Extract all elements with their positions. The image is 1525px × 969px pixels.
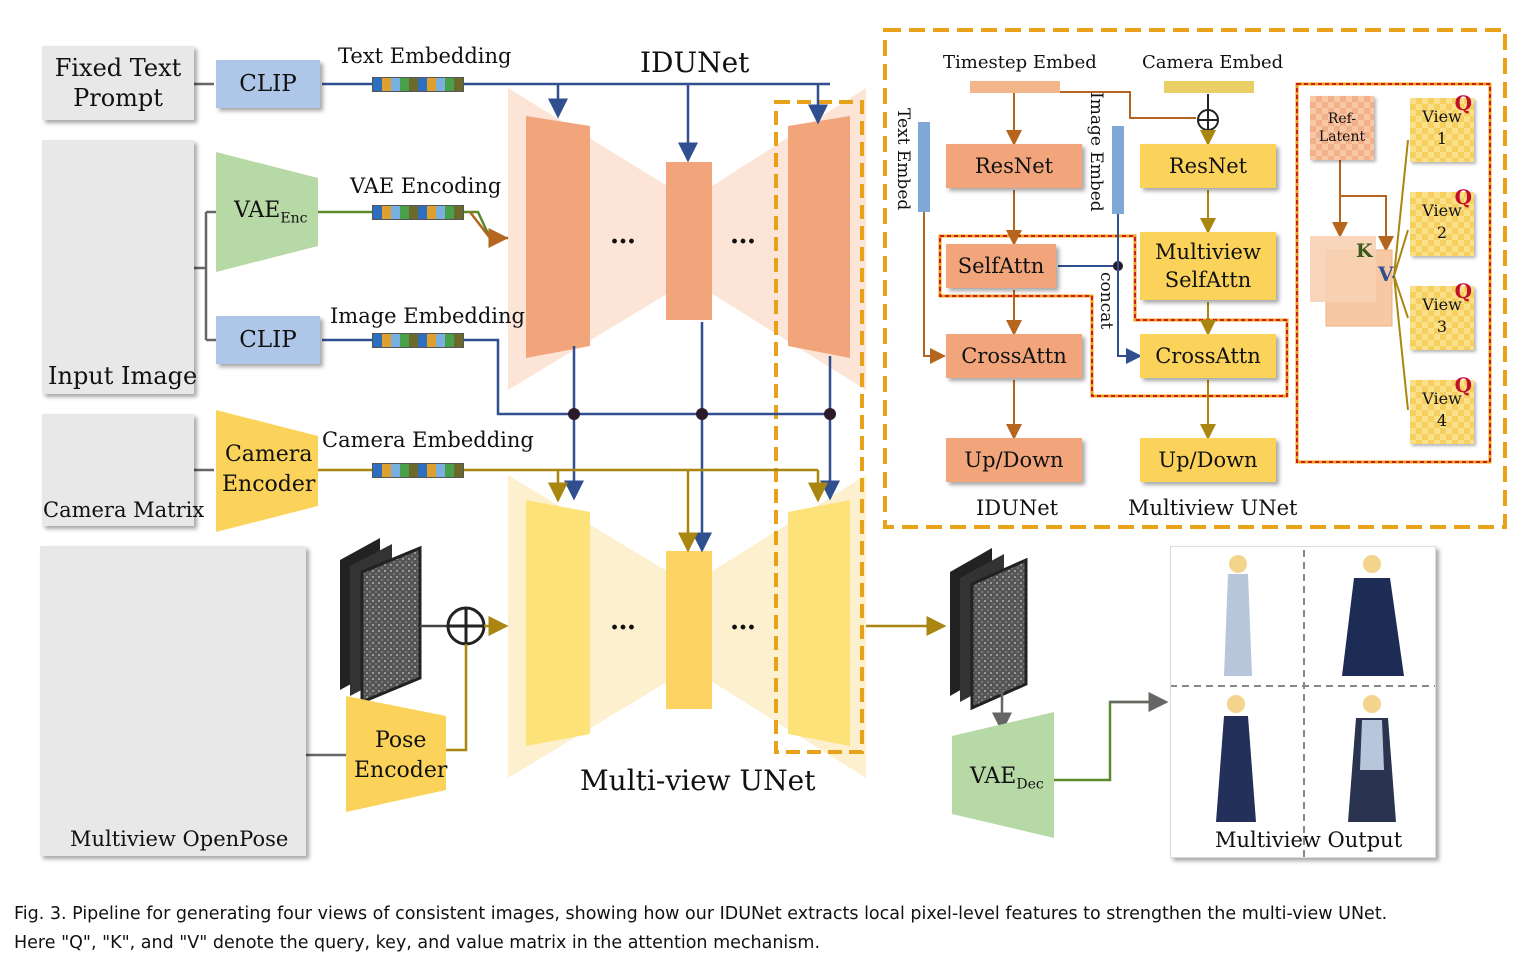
multiview-unet-title: Multi-view UNet [580, 764, 816, 797]
output-view-1 [1224, 555, 1252, 676]
detail-idunet-label: IDUNet [976, 496, 1059, 520]
view-3-label: View 3 [1422, 295, 1462, 336]
idunet-crossattn-block: CrossAttn [946, 334, 1082, 378]
mv-ellipsis-1: … [610, 606, 638, 636]
camera-encoder-label: Camera Encoder [222, 442, 316, 497]
mv-selfattn-block: Multiview SelfAttn [1140, 232, 1276, 300]
k-label: K [1356, 240, 1373, 262]
openpose-label: Multiview OpenPose [70, 827, 289, 851]
idunet-block-2 [666, 162, 712, 320]
q-label-2: Q [1454, 185, 1472, 209]
q-label-1: Q [1454, 91, 1472, 115]
clip-image-encoder: CLIP [216, 316, 320, 364]
detail-panel-outline [883, 28, 1507, 529]
mv-crossattn-block: CrossAttn [1140, 334, 1276, 378]
detail-mv-unet-label: Multiview UNet [1128, 496, 1298, 520]
text-embed-strip-vertical [918, 122, 930, 212]
camera-encoder-shape [216, 410, 318, 532]
figure-caption: Fig. 3. Pipeline for generating four vie… [14, 900, 1514, 958]
input-image-panel [42, 140, 194, 394]
output-view-2 [1342, 555, 1404, 676]
view-1-label: View 1 [1422, 107, 1462, 148]
view-2-label: View 2 [1422, 201, 1462, 242]
clip-text-encoder: CLIP [216, 60, 320, 108]
image-embedding-tokens [372, 333, 464, 348]
fixed-text-prompt-box: Fixed Text Prompt [42, 46, 194, 120]
idunet-ellipsis-1: … [610, 220, 638, 250]
v-label: V [1378, 262, 1394, 286]
timestep-embed-label: Timestep Embed [943, 52, 1097, 73]
camera-embedding-label: Camera Embedding [322, 428, 534, 452]
text-embedding-tokens [372, 77, 464, 92]
pose-encoder-label: Pose Encoder [354, 728, 448, 783]
vae-enc-label: VAEEnc [234, 198, 308, 227]
image-embed-strip-vertical [1112, 126, 1124, 214]
noise-latent-stack [340, 538, 422, 705]
mv-resnet-block: ResNet [1140, 144, 1276, 188]
idunet-block-3 [788, 116, 850, 358]
openpose-panel [40, 546, 306, 856]
text-embedding-label: Text Embedding [338, 44, 512, 68]
input-image-label: Input Image [48, 362, 198, 390]
mv-updown-block: Up/Down [1140, 438, 1276, 482]
idunet-updown-block: Up/Down [946, 438, 1082, 482]
mv-block-2 [666, 551, 712, 709]
output-view-4 [1348, 695, 1396, 822]
multiview-output-panel [1170, 546, 1436, 858]
image-embedding-label: Image Embedding [330, 304, 525, 328]
vae-dec-shape [952, 712, 1054, 838]
camera-matrix-label: Camera Matrix [43, 498, 205, 522]
output-latent-stack [950, 548, 1028, 711]
mv-block-3 [788, 500, 850, 746]
vae-dec-subscript: Dec [1016, 776, 1044, 793]
vae-dec-label: VAEDec [970, 764, 1044, 793]
output-view-3 [1216, 695, 1256, 822]
caption-line-1: Fig. 3. Pipeline for generating four vie… [14, 904, 1388, 924]
camera-embed-strip [1164, 81, 1254, 93]
camera-embedding-tokens [372, 463, 464, 478]
caption-line-2: Here "Q", "K", and "V" denote the query,… [14, 933, 821, 953]
multiview-output-label: Multiview Output [1215, 828, 1403, 852]
q-label-3: Q [1454, 279, 1472, 303]
idunet-block-1 [526, 116, 590, 358]
vae-enc-subscript: Enc [280, 210, 308, 227]
idunet-ellipsis-2: … [730, 220, 758, 250]
timestep-embed-strip [970, 81, 1060, 93]
camera-matrix-panel [42, 414, 194, 526]
kv-latent-front [1310, 236, 1376, 302]
text-embed-label: Text Embed [893, 108, 913, 211]
idunet-title: IDUNet [640, 46, 750, 79]
vae-encoding-label: VAE Encoding [350, 174, 502, 198]
q-label-4: Q [1454, 373, 1472, 397]
vae-enc-shape [216, 152, 318, 272]
mv-ellipsis-2: … [730, 606, 758, 636]
concat-label: concat [1096, 272, 1116, 330]
mv-block-1 [526, 500, 590, 746]
camera-embed-label: Camera Embed [1142, 52, 1284, 73]
idunet-resnet-block: ResNet [946, 144, 1082, 188]
idunet-selfattn-block: SelfAttn [946, 244, 1056, 288]
image-embed-label: Image Embed [1086, 92, 1106, 212]
view-4-label: View 4 [1422, 389, 1462, 430]
ref-latent-block: Ref- Latent [1310, 96, 1374, 160]
pose-encoder-shape [346, 696, 446, 812]
vae-encoding-tokens [372, 205, 464, 220]
